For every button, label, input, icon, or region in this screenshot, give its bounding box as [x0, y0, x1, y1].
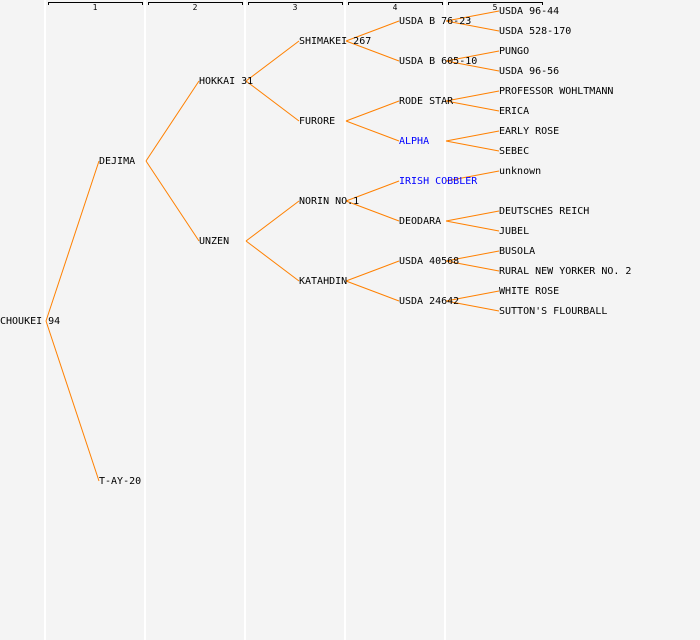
pedigree-connector [45, 320, 100, 482]
pedigree-connector [345, 40, 400, 62]
pedigree-node: HOKKAI 31 [199, 76, 254, 87]
pedigree-node: UNZEN [199, 236, 230, 247]
pedigree-connector [245, 240, 300, 282]
generation-number: 2 [192, 3, 198, 12]
pedigree-connector [245, 200, 300, 242]
pedigree-node: BUSOLA [499, 246, 536, 257]
pedigree-connector [445, 60, 500, 72]
pedigree-node: EARLY ROSE [499, 126, 560, 137]
generation-bracket [348, 2, 443, 5]
pedigree-node[interactable]: ALPHA [399, 136, 430, 147]
pedigree-node: FURORE [299, 116, 336, 127]
pedigree-node: SHIMAKEI 267 [299, 36, 372, 47]
pedigree-node: JUBEL [499, 226, 530, 237]
column-divider [144, 0, 146, 640]
pedigree-connector [445, 170, 500, 182]
pedigree-connector [445, 250, 500, 262]
pedigree-node: USDA 40568 [399, 256, 460, 267]
column-divider [244, 0, 246, 640]
pedigree-node: USDA 96-56 [499, 66, 560, 77]
pedigree-connector [345, 20, 400, 42]
generation-number: 4 [392, 3, 398, 12]
pedigree-node: PROFESSOR WOHLTMANN [499, 86, 614, 97]
pedigree-node: RODE STAR [399, 96, 454, 107]
column-divider [344, 0, 346, 640]
pedigree-node: unknown [499, 166, 542, 177]
pedigree-connector [445, 50, 500, 62]
pedigree-connector [345, 260, 400, 282]
pedigree-connector [45, 160, 100, 322]
column-divider [444, 0, 446, 640]
pedigree-node: DEUTSCHES REICH [499, 206, 590, 217]
pedigree-node: RURAL NEW YORKER NO. 2 [499, 266, 632, 277]
pedigree-connector [345, 180, 400, 202]
generation-bracket [248, 2, 343, 5]
generation-bracket [448, 2, 543, 5]
pedigree-connector [445, 90, 500, 102]
pedigree-node[interactable]: IRISH COBBLER [399, 176, 478, 187]
generation-number: 3 [292, 3, 298, 12]
pedigree-connector [345, 200, 400, 222]
column-divider [44, 0, 46, 640]
pedigree-node: USDA 96-44 [499, 6, 560, 17]
pedigree-node: USDA 24642 [399, 296, 460, 307]
pedigree-connector [445, 300, 500, 312]
pedigree-connector [245, 40, 300, 82]
pedigree-connector [245, 80, 300, 122]
generation-bracket [148, 2, 243, 5]
pedigree-connector [345, 120, 400, 142]
pedigree-node: SEBEC [499, 146, 530, 157]
pedigree-connector [445, 210, 500, 222]
pedigree-node: PUNGO [499, 46, 530, 57]
pedigree-node: SUTTON'S FLOURBALL [499, 306, 608, 317]
pedigree-node: USDA 528-170 [499, 26, 572, 37]
generation-number: 1 [92, 3, 98, 12]
pedigree-connector [445, 10, 500, 22]
pedigree-node: USDA B 76-23 [399, 16, 472, 27]
pedigree-connector [445, 260, 500, 272]
generation-bracket [48, 2, 143, 5]
pedigree-node: CHOUKEI 94 [0, 316, 61, 327]
pedigree-node: USDA B 605-10 [399, 56, 478, 67]
pedigree-connector [445, 140, 500, 152]
pedigree-node: ERICA [499, 106, 530, 117]
pedigree-node: NORIN NO.1 [299, 196, 360, 207]
pedigree-connector [445, 20, 500, 32]
pedigree-node: DEODARA [399, 216, 442, 227]
pedigree-connector [445, 100, 500, 112]
pedigree-node: DEJIMA [99, 156, 136, 167]
pedigree-connector [345, 100, 400, 122]
pedigree-connector [445, 130, 500, 142]
pedigree-connector [345, 280, 400, 302]
generation-number: 5 [492, 3, 498, 12]
pedigree-node: KATAHDIN [299, 276, 348, 287]
pedigree-connector [145, 80, 200, 162]
pedigree-node: T-AY-20 [99, 476, 142, 487]
pedigree-connector [445, 290, 500, 302]
pedigree-node: WHITE ROSE [499, 286, 560, 297]
pedigree-connector [445, 220, 500, 232]
pedigree-connector [145, 160, 200, 242]
